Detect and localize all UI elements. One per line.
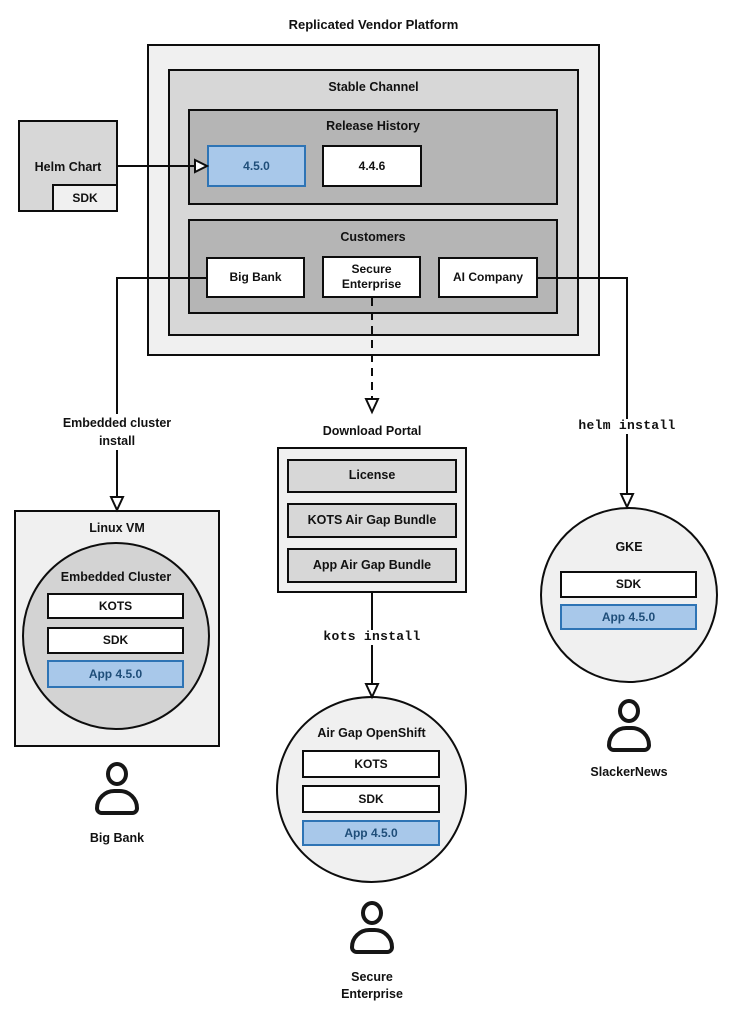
openshift-sdk-chip: SDK [302, 785, 440, 813]
customer-ai-company: AI Company [438, 257, 538, 298]
person-body-icon [95, 789, 139, 815]
linux-vm-label: Linux VM [89, 521, 145, 535]
person-body-icon [607, 726, 651, 752]
person-head-icon [618, 699, 640, 723]
portal-license-chip: License [287, 459, 457, 493]
secure-enterprise-person-icon [342, 901, 402, 954]
portal-app-bundle-chip: App Air Gap Bundle [287, 548, 457, 583]
customers-label: Customers [340, 230, 406, 244]
kots-install-label: kots install [307, 629, 437, 645]
person-head-icon [106, 762, 128, 786]
person-body-icon [350, 928, 394, 954]
big-bank-person-icon [87, 762, 147, 815]
helm-install-label: helm install [572, 418, 682, 434]
arrowhead-down-left-icon [109, 496, 125, 513]
diagram-title: Replicated Vendor Platform [288, 17, 459, 32]
secure-enterprise-user-label: Secure Enterprise [341, 970, 403, 1001]
customer-secure-enterprise: Secure Enterprise [322, 256, 421, 298]
helm-sdk-chip: SDK [52, 184, 118, 212]
person-head-icon [361, 901, 383, 925]
gke-sdk-chip: SDK [560, 571, 697, 598]
portal-kots-bundle-chip: KOTS Air Gap Bundle [287, 503, 457, 538]
linuxvm-sdk-chip: SDK [47, 627, 184, 654]
helm-chart-label: Helm Chart [34, 160, 102, 174]
arrowhead-down-right-icon [619, 493, 635, 510]
slackernews-person-icon [599, 699, 659, 752]
big-bank-user-label: Big Bank [89, 831, 145, 845]
stable-channel-label: Stable Channel [328, 80, 419, 94]
customer-big-bank: Big Bank [206, 257, 305, 298]
linuxvm-app-chip: App 4.5.0 [47, 660, 184, 688]
release-4-4-6: 4.4.6 [322, 145, 422, 187]
release-history-label: Release History [326, 119, 420, 133]
download-portal-label: Download Portal [322, 424, 422, 438]
embedded-cluster-label: Embedded Cluster [60, 570, 172, 584]
release-4-5-0: 4.5.0 [207, 145, 306, 187]
air-gap-openshift-label: Air Gap OpenShift [317, 726, 426, 740]
gke-label: GKE [615, 540, 643, 554]
slackernews-user-label: SlackerNews [590, 765, 668, 779]
arrowhead-down-portal-icon [364, 398, 380, 415]
gke-app-chip: App 4.5.0 [560, 604, 697, 630]
openshift-app-chip: App 4.5.0 [302, 820, 440, 846]
openshift-kots-chip: KOTS [302, 750, 440, 778]
embedded-cluster-install-label: Embedded cluster install [57, 414, 177, 450]
linuxvm-kots-chip: KOTS [47, 593, 184, 619]
